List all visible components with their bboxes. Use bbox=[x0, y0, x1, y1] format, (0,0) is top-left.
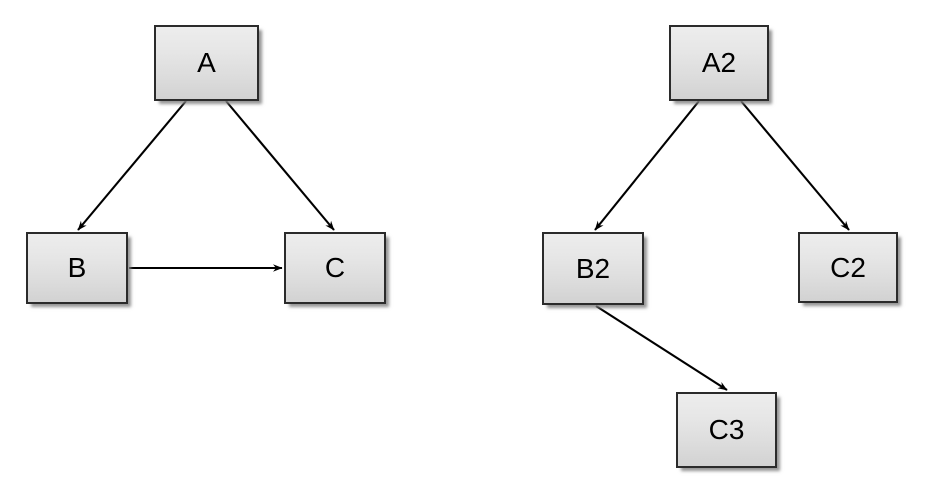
node-label-a: A bbox=[197, 47, 216, 78]
node-b2[interactable]: B2 bbox=[542, 232, 644, 305]
edges-group bbox=[77, 100, 850, 391]
node-a2[interactable]: A2 bbox=[669, 25, 769, 101]
node-label-b2: B2 bbox=[575, 252, 611, 284]
node-a[interactable]: A bbox=[154, 25, 259, 101]
node-label-c: C bbox=[324, 252, 346, 283]
node-label-c3: C3 bbox=[708, 414, 745, 445]
node-c2[interactable]: C2 bbox=[798, 232, 898, 303]
node-label-b: B bbox=[67, 252, 87, 283]
node-c[interactable]: C bbox=[284, 232, 386, 304]
node-c3[interactable]: C3 bbox=[676, 392, 777, 468]
node-label-c2: C2 bbox=[830, 251, 866, 283]
edge-a2-to-c2[interactable] bbox=[740, 100, 850, 231]
edge-a-to-c[interactable] bbox=[225, 100, 335, 231]
edge-a2-to-b2[interactable] bbox=[594, 100, 700, 231]
node-b[interactable]: B bbox=[26, 232, 128, 304]
edge-a-to-b[interactable] bbox=[77, 100, 187, 231]
node-label-a2: A2 bbox=[701, 47, 737, 78]
edge-b2-to-c3[interactable] bbox=[595, 305, 728, 391]
